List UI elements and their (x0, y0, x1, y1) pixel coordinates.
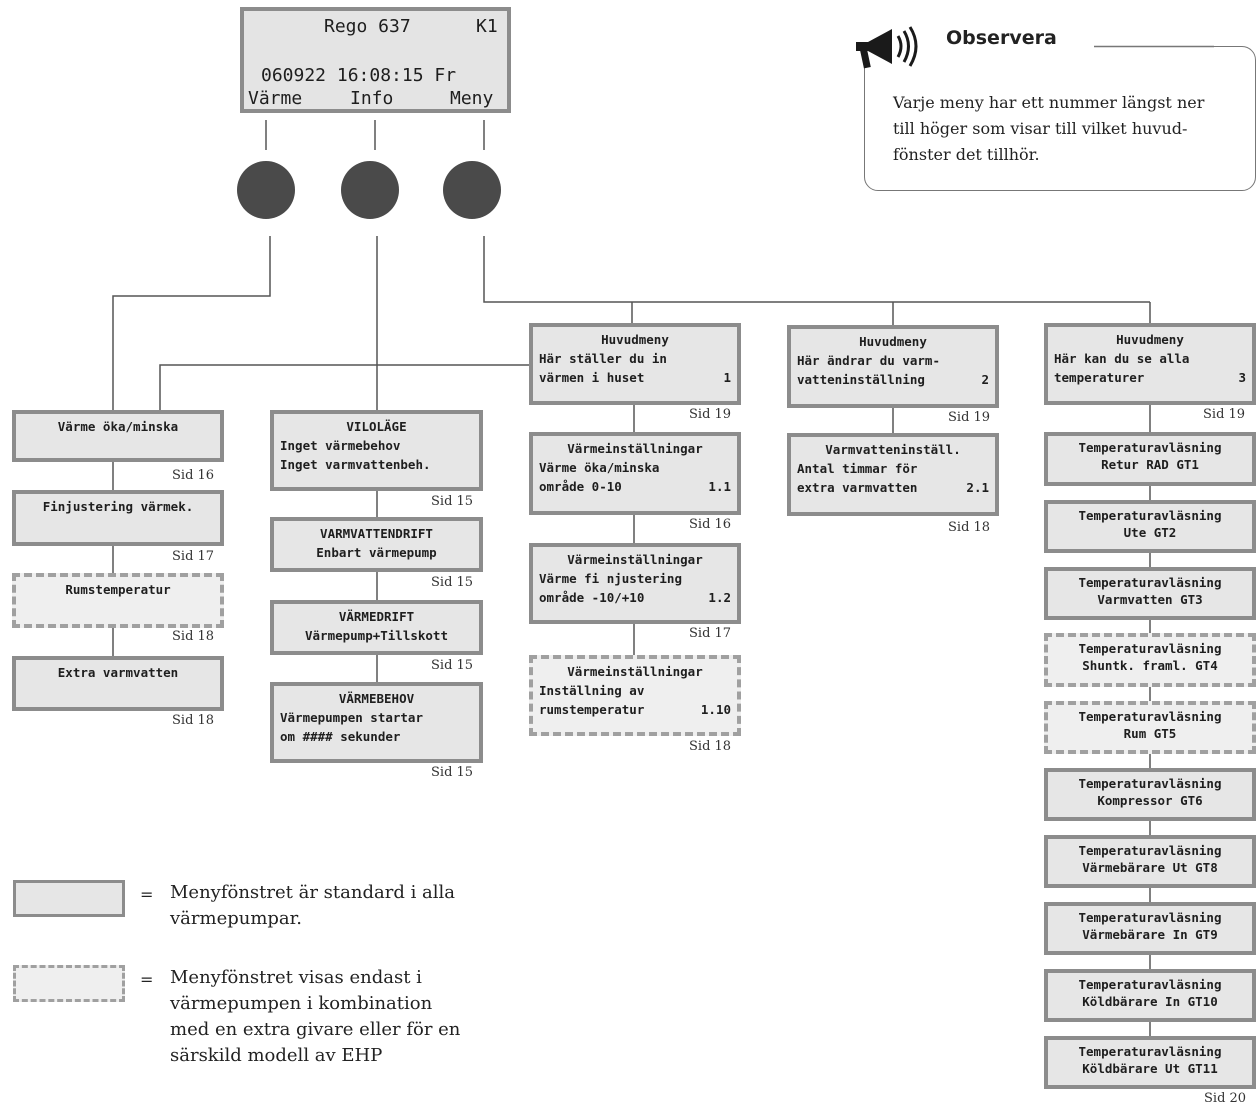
legend-optional-swatch (13, 965, 125, 1002)
page-ref: Sid 15 (431, 765, 474, 780)
menu-box-col2: VILOLÄGE Inget värmebehov Inget varmvatt… (270, 410, 483, 491)
page-ref: Sid 19 (1203, 407, 1246, 422)
lcd-softkey-right: Meny (450, 88, 494, 109)
note-title: Observera (946, 27, 1057, 49)
main-menu-box-2: Huvudmeny Här ändrar du varm- vatteninst… (787, 325, 999, 408)
menu-box-col2: VÄRMEDRIFT Värmepump+Tillskott (270, 600, 483, 655)
legend-equals: = (140, 970, 154, 989)
page-ref: Sid 18 (689, 739, 732, 754)
menu-box-col1: Extra varmvatten (12, 656, 224, 711)
page-ref: Sid 18 (948, 520, 991, 535)
menu-box-col2: VÄRMEBEHOV Värmepumpen startar om #### s… (270, 682, 483, 763)
lcd-softkey-mid: Info (350, 88, 394, 109)
page-ref: Sid 15 (431, 658, 474, 673)
menu-box-col1: Finjustering värmek. (12, 490, 224, 546)
page-ref: Sid 19 (689, 407, 732, 422)
page-ref: Sid 18 (172, 629, 215, 644)
lcd-display: Rego 637 K1 060922 16:08:15 Fr Värme Inf… (240, 7, 511, 113)
page-ref: Sid 16 (172, 468, 215, 483)
menu-box-col3: Värmeinställningar Värme fi njustering o… (529, 543, 741, 624)
legend-equals: = (140, 885, 154, 904)
lcd-softkey-left: Värme (248, 88, 303, 109)
legend-optional-text: Menyfönstret visas endast i värmepumpen … (170, 967, 461, 1066)
menu-box-col1: Värme öka/minska (12, 410, 224, 462)
note-text: Varje meny har ett nummer längst ner til… (893, 93, 1205, 164)
page-ref: Sid 16 (689, 517, 732, 532)
main-menu-box-1: Huvudmeny Här ställer du in värmen i hus… (529, 323, 741, 405)
page-ref: Sid 20 (1204, 1091, 1247, 1106)
lcd-datetime: 060922 16:08:15 Fr (261, 65, 457, 86)
menu-box-col3: Värmeinställningar Värme öka/minska områ… (529, 432, 741, 515)
knob-middle[interactable] (341, 161, 399, 219)
menu-box-col4: Varmvatteninställ. Antal timmar för extr… (787, 433, 999, 516)
menu-box-col2: VARMVATTENDRIFT Enbart värmepump (270, 517, 483, 572)
page-ref: Sid 15 (431, 494, 474, 509)
menu-box-col1-dashed: Rumstemperatur (12, 573, 224, 628)
page-ref: Sid 15 (431, 575, 474, 590)
legend-standard-swatch (13, 880, 125, 917)
note-box (864, 46, 1256, 191)
knob-left[interactable] (237, 161, 295, 219)
page-ref: Sid 17 (172, 549, 215, 564)
lcd-model: Rego 637 (324, 16, 411, 37)
page-ref: Sid 18 (172, 713, 215, 728)
main-menu-box-3: Huvudmeny Här kan du se alla temperature… (1044, 323, 1256, 405)
legend-standard-text: Menyfönstret är standard i alla värmepum… (170, 882, 456, 929)
lcd-circuit: K1 (476, 16, 498, 37)
megaphone-icon (856, 26, 918, 69)
knob-right[interactable] (443, 161, 501, 219)
page-ref: Sid 19 (948, 410, 991, 425)
menu-box-col3-dashed: Värmeinställningar Inställning av rumste… (529, 655, 741, 736)
page-ref: Sid 17 (689, 626, 732, 641)
